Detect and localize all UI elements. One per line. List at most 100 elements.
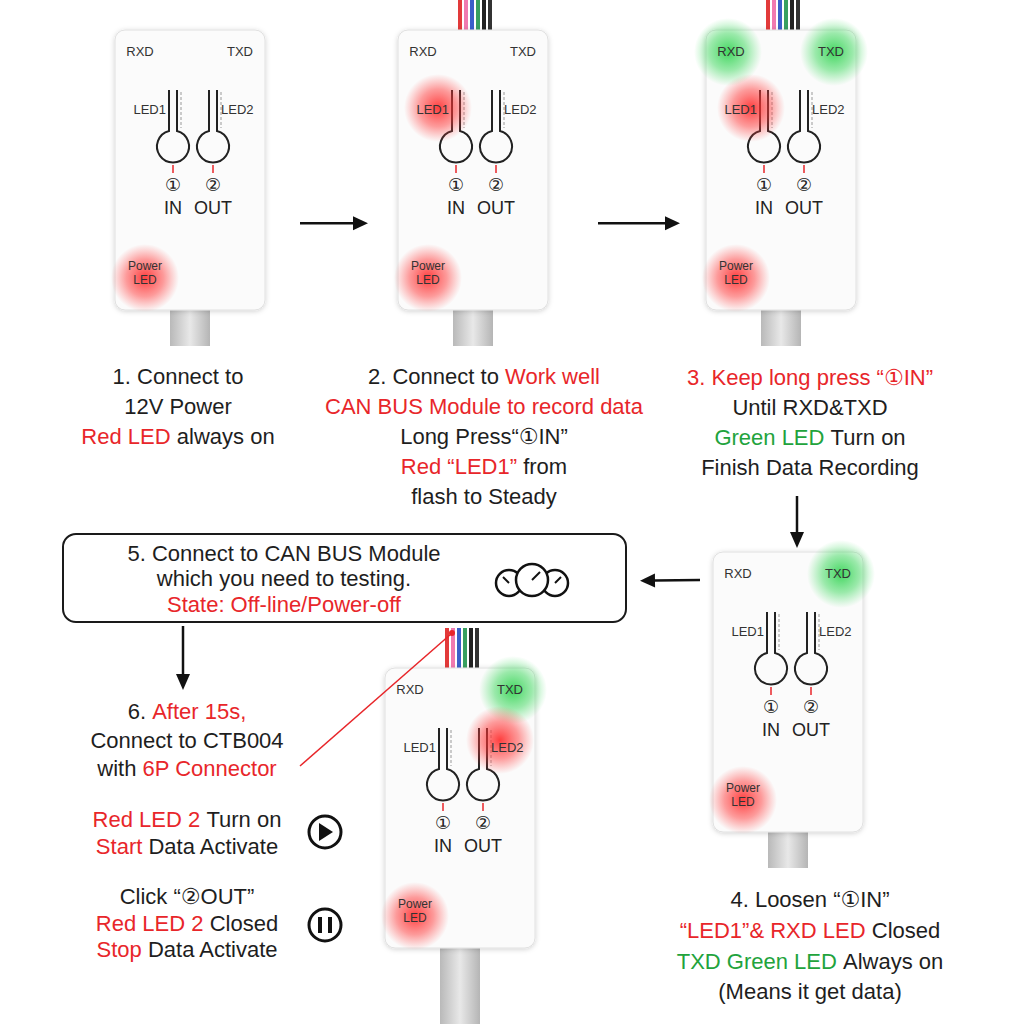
step-caption: TXD Green LED: [677, 949, 837, 974]
step-caption: 4. Loosen “①IN”: [730, 887, 889, 912]
device-label: LED2: [819, 624, 863, 639]
arrow-head: [640, 574, 655, 588]
step-caption: “LED1”& RXD LED: [680, 918, 866, 943]
step-caption: Data Activate: [148, 834, 278, 859]
step-caption: 12V Power: [124, 394, 232, 419]
caption-line: “LED1”& RXD LEDClosed: [550, 918, 1024, 944]
device-label: Power LED: [119, 259, 171, 287]
device-label: TXD: [217, 44, 263, 59]
caption-line: Long Press“①IN”: [224, 424, 744, 450]
can-tester-device: RXDTXDLED1LED2①IN②OUTPower LED: [706, 30, 856, 310]
device-label: OUT: [778, 198, 830, 218]
device-label: OUT: [457, 836, 509, 856]
step-caption: Green LED: [714, 425, 824, 450]
step-caption: from: [523, 454, 567, 479]
device-label: TXD: [500, 44, 546, 59]
device-label: ①: [441, 175, 471, 195]
caption-line: Red LED always on: [0, 424, 438, 450]
step-text: 5. Connect to CAN BUS Module which you n…: [109, 541, 459, 591]
step-box: 5. Connect to CAN BUS Module which you n…: [62, 533, 627, 623]
caption-line: Connect to CTB004: [0, 728, 447, 754]
flow-arrow: [640, 574, 700, 588]
caption-line: (Means it get data): [550, 979, 1024, 1005]
step-caption: 2. Connect to: [368, 364, 499, 389]
device-label: ①: [158, 175, 188, 195]
device-label: ②: [198, 175, 228, 195]
device-label: ②: [796, 697, 826, 717]
can-tester-device: RXDTXDLED1LED2①IN②OUTPower LED: [713, 552, 863, 832]
device-label: TXD: [808, 44, 854, 59]
device-label: RXD: [387, 682, 433, 697]
step-caption: Click “②OUT”: [120, 884, 255, 909]
caption-line: TXD Green LEDAlways on: [550, 949, 1024, 975]
device-label: ①: [428, 813, 458, 833]
step-caption: Red LED: [81, 424, 170, 449]
arrow-line: [654, 579, 700, 582]
device-label: LED2: [812, 102, 856, 117]
step-caption: Connect to CTB004: [90, 728, 283, 753]
step-caption: with: [97, 756, 136, 781]
can-tester-device: RXDTXDLED1LED2①IN②OUTPower LED: [115, 30, 265, 310]
device-label: LED1: [117, 102, 166, 117]
caption-line: StartData Activate: [0, 834, 447, 860]
arrow-line: [300, 222, 354, 225]
step-caption: Finish Data Recording: [701, 455, 919, 480]
device-label: LED2: [504, 102, 548, 117]
caption-line: Until RXD&TXD: [550, 395, 1024, 421]
step-caption: Work well: [505, 364, 600, 389]
device-label: LED2: [221, 102, 265, 117]
device-label: LED1: [400, 102, 449, 117]
arrow-head: [665, 216, 680, 230]
device-label: ②: [468, 813, 498, 833]
device-label: LED1: [715, 624, 764, 639]
step-caption: Closed: [872, 918, 940, 943]
device-label: IN: [747, 720, 795, 740]
device-label: RXD: [708, 44, 754, 59]
device-label: LED2: [491, 740, 535, 755]
step-caption: Red LED 2: [93, 807, 201, 832]
device-label: LED1: [708, 102, 757, 117]
caption-line: 4. Loosen “①IN”: [550, 887, 1024, 913]
step-text: State: Off-line/Power-off: [109, 592, 459, 617]
caption-line: Red “LED1”from: [224, 454, 744, 480]
device-label: Power LED: [710, 259, 762, 287]
arrow-head: [353, 216, 368, 230]
step-caption: After 15s,: [152, 699, 246, 724]
step-caption: CAN BUS Module to record data: [325, 394, 643, 419]
flow-arrow: [300, 216, 368, 230]
can-tester-device: RXDTXDLED1LED2①IN②OUTPower LED: [398, 30, 548, 310]
step-caption: Turn on: [831, 425, 906, 450]
device-label: LED1: [387, 740, 436, 755]
step-caption: Until RXD&TXD: [732, 395, 887, 420]
step-caption: Long Press“①IN”: [400, 424, 568, 449]
can-tester-device: RXDTXDLED1LED2①IN②OUTPower LED: [385, 668, 535, 948]
device-label: TXD: [487, 682, 533, 697]
device-label: OUT: [785, 720, 837, 740]
device-label: ②: [789, 175, 819, 195]
caption-line: CAN BUS Module to record data: [224, 394, 744, 420]
caption-line: 6.After 15s,: [0, 699, 447, 725]
caption-line: with 6P Connector: [0, 756, 447, 782]
step-caption: Red LED 2: [96, 911, 204, 936]
step-caption: Red “LED1”: [401, 454, 517, 479]
device-label: IN: [432, 198, 480, 218]
caption-line: 3. Keep long press “①IN”: [550, 365, 1024, 391]
step-caption: 6.: [128, 699, 146, 724]
device-label: Power LED: [717, 781, 769, 809]
caption-line: 2. Connect toWork well: [224, 364, 744, 390]
device-label: Power LED: [389, 897, 441, 925]
step-caption: Stop: [96, 937, 141, 962]
step-caption: (Means it get data): [718, 979, 901, 1004]
step-caption: flash to Steady: [411, 484, 557, 509]
caption-line: Click “②OUT”: [0, 884, 447, 910]
step-caption: Start: [96, 834, 142, 859]
device-label: RXD: [715, 566, 761, 581]
step-caption: always on: [177, 424, 275, 449]
caption-line: Red LED 2Turn on: [0, 807, 447, 833]
caption-line: Red LED 2Closed: [0, 911, 447, 937]
step-caption: 6P Connector: [143, 756, 277, 781]
flow-arrow: [598, 216, 680, 230]
caption-line: StopData Activate: [0, 937, 447, 963]
